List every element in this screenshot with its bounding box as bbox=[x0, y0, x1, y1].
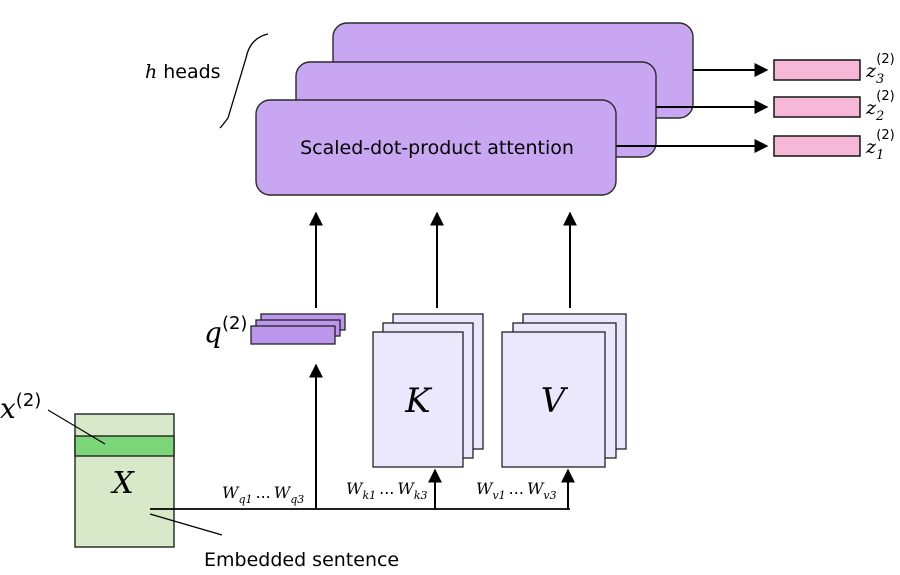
embedded-pointer bbox=[149, 513, 223, 536]
heads-bracket bbox=[219, 33, 269, 129]
attention-head-1 bbox=[255, 99, 617, 196]
wk-label: Wk1...Wk3 bbox=[346, 479, 428, 502]
matrix-label: X bbox=[110, 466, 135, 501]
input-row-label: x(2) bbox=[0, 390, 41, 425]
output-z3-box bbox=[773, 59, 861, 81]
query-stack bbox=[250, 313, 346, 345]
output-z2-box bbox=[773, 96, 861, 118]
values-label: V bbox=[541, 381, 569, 421]
query-label: q(2) bbox=[204, 313, 247, 349]
keys-label: K bbox=[404, 381, 433, 421]
output-z3-label: z3(2) bbox=[865, 52, 895, 87]
output-z1-box bbox=[773, 135, 861, 157]
input-row-pointer bbox=[47, 409, 106, 445]
keys-stack bbox=[372, 313, 484, 468]
embedding-row-x2 bbox=[74, 435, 175, 457]
wq-label: Wq1...Wq3 bbox=[222, 483, 304, 506]
embedded-label: Embedded sentence bbox=[204, 549, 399, 571]
attention-label: Scaled-dot-product attention bbox=[300, 137, 574, 159]
output-z2-label: z2(2) bbox=[865, 89, 895, 124]
output-z1-label: z1(2) bbox=[865, 128, 895, 163]
wv-label: Wv1...Wv3 bbox=[476, 479, 557, 502]
values-stack bbox=[501, 313, 627, 468]
